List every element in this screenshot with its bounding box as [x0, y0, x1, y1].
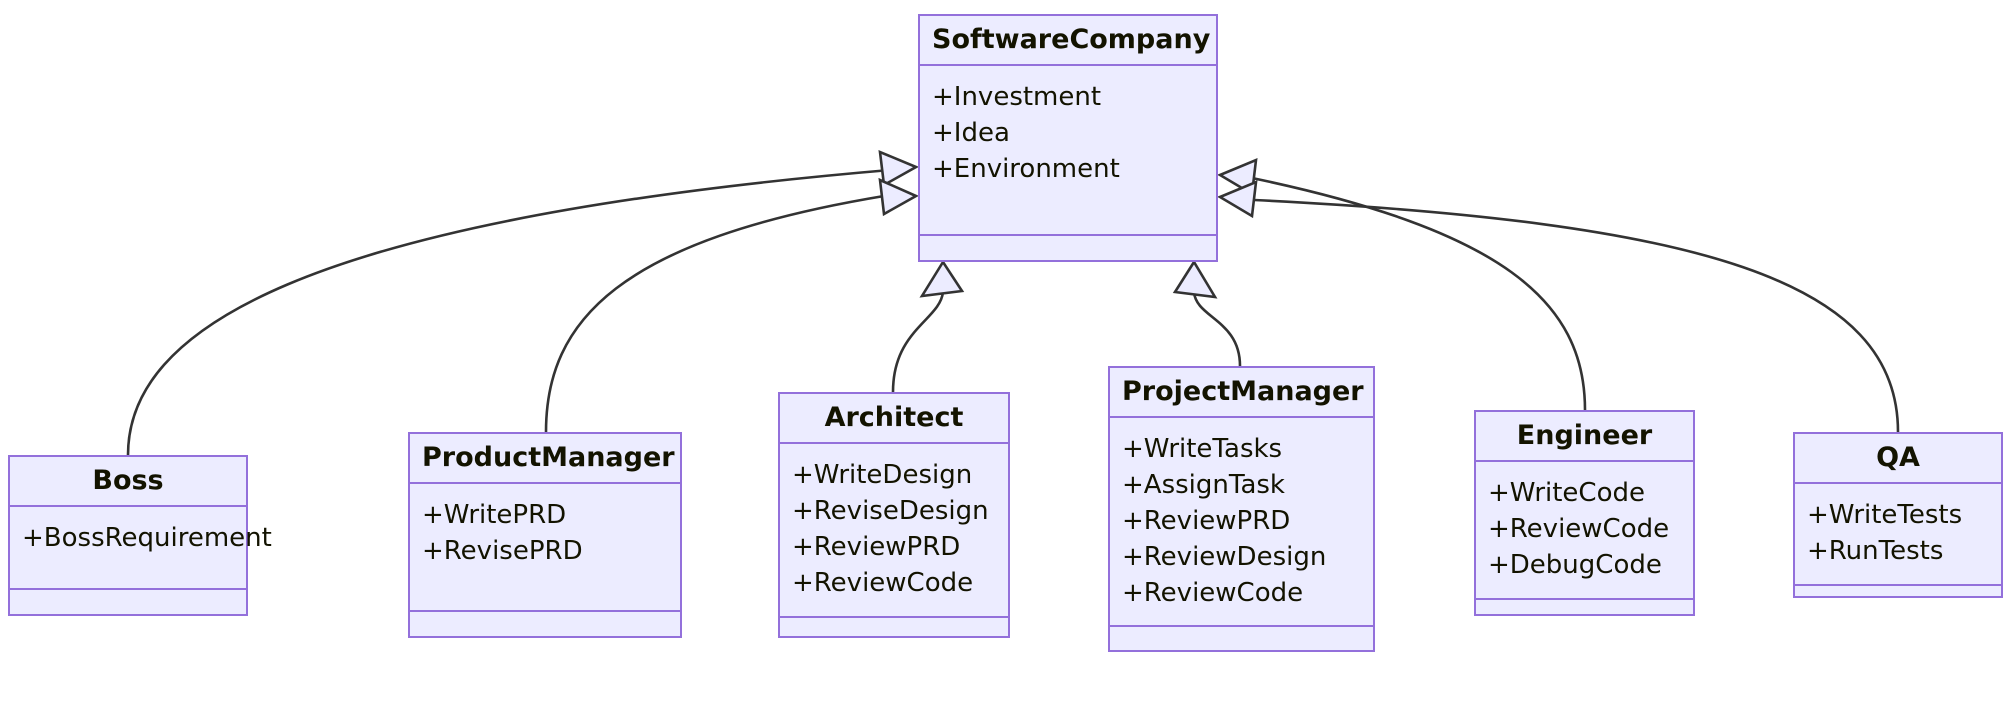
class-box-engineer[interactable]: Engineer +WriteCode +ReviewCode +DebugCo…	[1474, 410, 1695, 616]
edge-architect-to-softwarecompany	[891, 291, 945, 393]
attribute-row: +ReviewCode	[1122, 577, 1304, 608]
class-methods-project-manager	[1110, 627, 1373, 651]
class-methods-product-manager	[410, 612, 680, 636]
class-attributes-project-manager: +WriteTasks +AssignTask +ReviewPRD +Revi…	[1110, 418, 1373, 628]
class-title-architect: Architect	[780, 394, 1008, 444]
attribute-row: +Idea	[932, 117, 1010, 148]
attribute-row: +ReviewDesign	[1122, 541, 1327, 572]
class-title-boss: Boss	[10, 457, 246, 507]
attribute-row: +WriteCode	[1488, 478, 1645, 508]
class-methods-architect	[780, 618, 1008, 642]
arrowhead-productmanager	[878, 177, 919, 217]
class-title-engineer: Engineer	[1476, 412, 1693, 462]
attribute-row: +Investment	[932, 82, 1102, 112]
arrowhead-projectmanager	[1172, 259, 1218, 299]
attribute-row: +WriteDesign	[792, 460, 973, 490]
class-title-project-manager: ProjectManager	[1110, 368, 1373, 418]
class-box-boss[interactable]: Boss +BossRequirement	[8, 455, 272, 616]
class-title-software-company: SoftwareCompany	[920, 16, 1216, 66]
class-box-product-manager[interactable]: ProductManager +WritePRD +RevisePRD	[408, 432, 682, 638]
class-methods-boss	[10, 590, 246, 614]
attribute-row: +AssignTask	[1122, 469, 1285, 500]
arrowhead-qa	[1217, 179, 1258, 219]
attribute-row: +WriteTests	[1807, 500, 1963, 530]
arrowhead-architect	[919, 259, 965, 298]
attribute-row: +DebugCode	[1488, 549, 1662, 580]
attribute-row: +WritePRD	[422, 500, 567, 530]
attribute-row: +WriteTasks	[1122, 434, 1283, 464]
class-box-qa[interactable]: QA +WriteTests +RunTests	[1793, 432, 2003, 598]
class-title-product-manager: ProductManager	[410, 434, 680, 484]
class-attributes-software-company: +Investment +Idea +Environment	[920, 66, 1216, 236]
class-box-project-manager[interactable]: ProjectManager +WriteTasks +AssignTask +…	[1108, 366, 1375, 652]
class-methods-qa	[1795, 586, 2001, 610]
class-attributes-product-manager: +WritePRD +RevisePRD	[410, 484, 680, 612]
attribute-row: +RevisePRD	[422, 535, 583, 566]
arrowhead-engineer	[1217, 157, 1258, 197]
class-attributes-qa: +WriteTests +RunTests	[1795, 484, 2001, 586]
attribute-row: +ReviewCode	[1488, 513, 1670, 544]
attribute-row: +ReviseDesign	[792, 495, 989, 526]
class-box-software-company[interactable]: SoftwareCompany +Investment +Idea +Envir…	[918, 14, 1218, 262]
class-title-qa: QA	[1795, 434, 2001, 484]
class-attributes-architect: +WriteDesign +ReviseDesign +ReviewPRD +R…	[780, 444, 1008, 618]
arrowhead-boss	[878, 149, 919, 188]
attribute-row: +Environment	[932, 153, 1120, 184]
class-attributes-boss: +BossRequirement	[10, 507, 272, 590]
class-box-architect[interactable]: Architect +WriteDesign +ReviseDesign +Re…	[778, 392, 1010, 638]
edge-boss-to-softwarecompany	[126, 168, 891, 456]
edge-projectmanager-to-softwarecompany	[1192, 291, 1242, 367]
class-methods-engineer	[1476, 600, 1693, 624]
attribute-row: +ReviewPRD	[792, 531, 961, 562]
attribute-row: +BossRequirement	[22, 523, 272, 553]
attribute-row: +ReviewPRD	[1122, 505, 1291, 536]
attribute-row: +ReviewCode	[792, 567, 974, 598]
attribute-row: +RunTests	[1807, 535, 1944, 566]
class-attributes-engineer: +WriteCode +ReviewCode +DebugCode	[1476, 462, 1693, 600]
class-methods-software-company	[920, 236, 1216, 260]
